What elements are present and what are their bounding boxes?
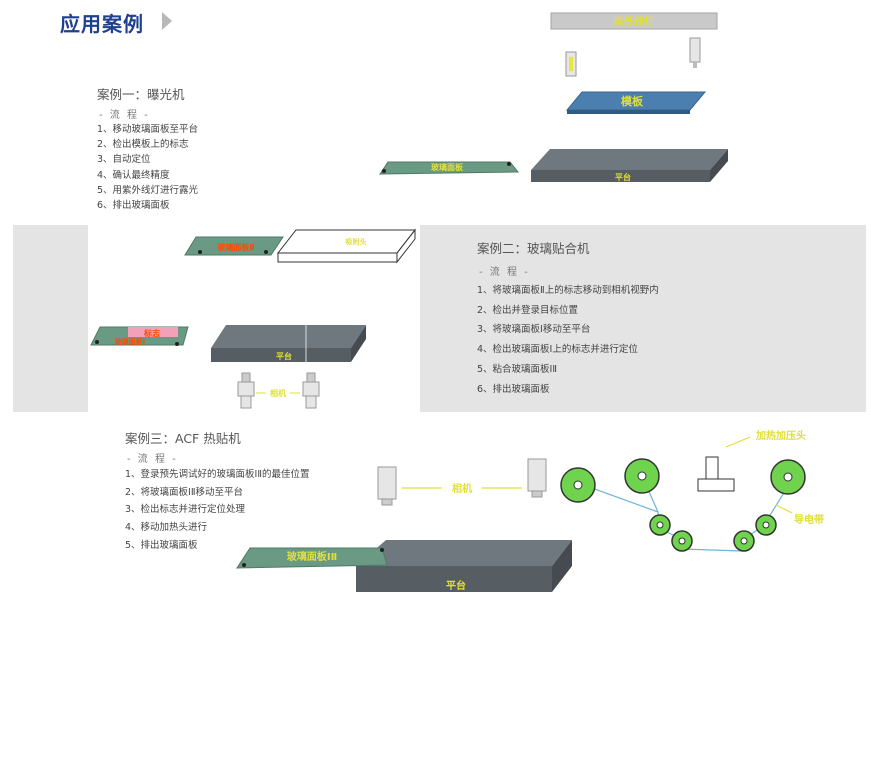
chevron-right-icon — [162, 12, 172, 30]
camera-icon — [565, 51, 577, 77]
case3-steps: 1、登录预先调试好的玻璃面板ⅠⅡ的最佳位置 2、将玻璃面板ⅠⅡ移动至平台 3、检… — [125, 466, 310, 555]
glass-panel-2 — [184, 236, 284, 256]
list-item: 5、排出玻璃面板 — [125, 539, 198, 551]
heat-press-head-label: 加热加压头 — [755, 429, 806, 442]
mark-label: 标志 — [143, 328, 160, 338]
camera-icon — [527, 458, 547, 498]
list-item: 4、移动加热头进行 — [125, 522, 208, 534]
case2-steps: 1、将玻璃面板Ⅱ上的标志移动到相机视野内 2、检出并登录目标位置 3、将玻璃面板… — [477, 281, 659, 399]
platform — [531, 149, 728, 170]
glass-panel-label: 玻璃面板ⅠⅡ — [287, 550, 337, 563]
case2-text: 案例二：玻璃贴合机 - 流 程 - 1、将玻璃面板Ⅱ上的标志移动到相机视野内 2… — [477, 238, 659, 399]
list-item: 4、确认最终精度 — [97, 169, 170, 181]
list-item: 2、将玻璃面板ⅠⅡ移动至平台 — [125, 486, 244, 498]
list-item: 5、用紫外线灯进行露光 — [97, 184, 199, 196]
camera-icon — [302, 372, 320, 409]
case2-diagram: 玻璃面板Ⅱ 吸附头 标志 玻璃面板Ⅰ 平台 相机 — [90, 228, 417, 409]
case2-flow-label: - 流 程 - — [479, 267, 530, 278]
list-item: 2、检出并登录目标位置 — [477, 304, 579, 316]
platform-label: 平台 — [276, 351, 292, 361]
list-item: 4、检出玻璃面板Ⅰ上的标志并进行定位 — [477, 344, 638, 356]
template-label: 模板 — [621, 94, 644, 108]
case1-text: 案例一：曝光机 - 流 程 - 1、移动玻璃面板至平台 2、检出模板上的标志 3… — [97, 84, 198, 213]
case2-title: 案例二：玻璃贴合机 — [477, 241, 590, 256]
camera-icon — [377, 466, 397, 506]
glass-panel-2-label: 玻璃面板Ⅱ — [217, 242, 254, 252]
list-item: 3、自动定位 — [97, 154, 151, 166]
page-title: 应用案例 — [60, 12, 144, 36]
list-item: 6、排出玻璃面板 — [97, 200, 170, 212]
camera-icon — [237, 372, 255, 409]
list-item: 1、登录预先调试好的玻璃面板ⅠⅡ的最佳位置 — [125, 469, 310, 480]
mark-patch — [128, 327, 178, 337]
case1-title: 案例一：曝光机 — [97, 87, 185, 102]
case3-diagram: 相机 平台 玻璃面板ⅠⅡ 加热加压头 导电带 — [236, 429, 824, 592]
glass-panel — [236, 547, 388, 569]
glass-panel-label: 玻璃面板 — [431, 162, 464, 172]
list-item: 3、将玻璃面板Ⅰ移动至平台 — [477, 324, 591, 336]
camera-label: 相机 — [270, 388, 286, 398]
list-item: 2、检出模板上的标志 — [97, 139, 189, 151]
list-item: 1、将玻璃面板Ⅱ上的标志移动到相机视野内 — [477, 285, 659, 296]
case1-diagram: 紫外线灯 模板 玻璃面板 平台 — [379, 12, 728, 182]
case3-flow-label: - 流 程 - — [127, 454, 178, 465]
case3-text: 案例三：ACF 热贴机 - 流 程 - 1、登录预先调试好的玻璃面板ⅠⅡ的最佳位… — [125, 428, 310, 555]
case1-steps: 1、移动玻璃面板至平台 2、检出模板上的标志 3、自动定位 4、确认最终精度 5… — [97, 122, 198, 213]
glass-panel-1-label: 玻璃面板Ⅰ — [115, 337, 146, 346]
list-item: 3、检出标志并进行定位处理 — [125, 504, 246, 516]
case1-flow-label: - 流 程 - — [99, 110, 150, 121]
platform-label: 平台 — [446, 579, 466, 592]
uv-lamp — [550, 12, 718, 30]
platform-label: 平台 — [615, 172, 631, 182]
list-item: 1、移动玻璃面板至平台 — [97, 124, 199, 135]
roller-icon — [624, 458, 660, 494]
list-item: 6、排出玻璃面板 — [477, 383, 550, 395]
platform — [211, 325, 366, 348]
roller-icon — [733, 530, 755, 552]
case2-diagram-panel — [88, 225, 420, 412]
case3-title: 案例三：ACF 热贴机 — [125, 431, 241, 446]
uv-lamp-label: 紫外线灯 — [614, 15, 654, 28]
list-item: 5、粘合玻璃面板ⅠⅡ — [477, 363, 558, 375]
camera-icon — [689, 37, 701, 68]
suction-head-label: 吸附头 — [346, 237, 367, 246]
heat-press-head — [697, 456, 735, 492]
roller-icon — [560, 467, 596, 503]
roller-icon — [671, 530, 693, 552]
camera-label: 相机 — [452, 482, 472, 495]
roller-icon — [770, 459, 806, 495]
suction-head — [276, 228, 417, 264]
platform — [356, 540, 572, 566]
roller-icon — [755, 514, 777, 536]
conductive-tape-label: 导电带 — [794, 513, 824, 526]
roller-icon — [649, 514, 671, 536]
